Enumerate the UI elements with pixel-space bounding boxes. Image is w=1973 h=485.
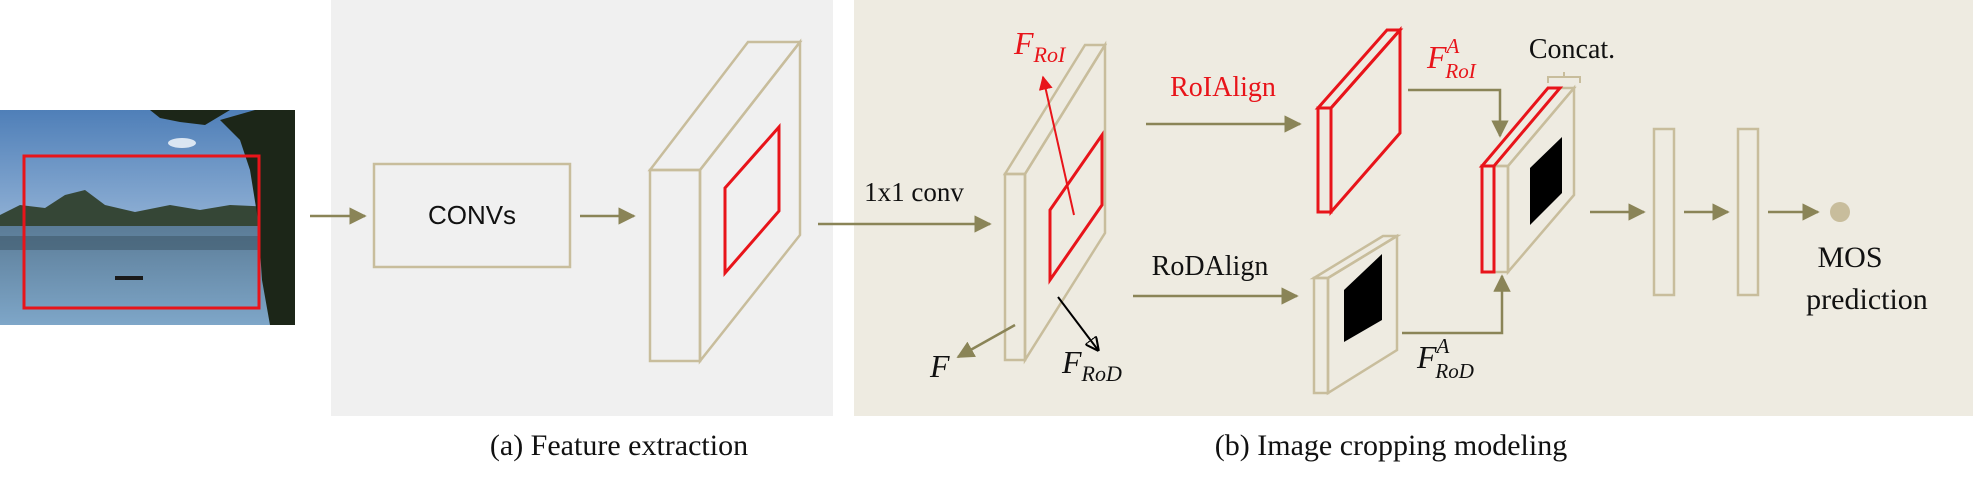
input-photo bbox=[0, 110, 295, 325]
panel-a-background bbox=[331, 0, 833, 416]
arrow-roi-to-concat bbox=[1408, 88, 1509, 138]
feature-roi-panel-b bbox=[1048, 130, 1104, 285]
feature-map-panel-a bbox=[647, 38, 803, 365]
f-roi-pointer bbox=[1038, 75, 1075, 216]
mos-label-line1: MOS bbox=[1817, 241, 1882, 274]
caption-b: (b) Image cropping modeling bbox=[1215, 429, 1567, 462]
fc-layer-2 bbox=[1736, 127, 1760, 297]
rodalign-label: RoDAlign bbox=[1152, 251, 1269, 282]
f-label: F bbox=[929, 348, 950, 384]
feature-roi-panel-a bbox=[723, 123, 781, 278]
rod-aligned-black-region bbox=[1344, 254, 1382, 342]
f-rod-label: FRoD bbox=[1061, 344, 1122, 386]
f-rod-pointer bbox=[1057, 296, 1098, 350]
concat-bracket bbox=[1547, 72, 1581, 83]
feature-map-f bbox=[1002, 40, 1108, 365]
panel-b-background bbox=[854, 0, 1973, 416]
input-roi-box bbox=[22, 154, 261, 310]
mos-label-line2: prediction bbox=[1806, 283, 1928, 316]
roi-aligned-feature bbox=[1314, 26, 1404, 216]
fc-layer-1 bbox=[1652, 127, 1676, 297]
convs-box bbox=[372, 162, 572, 269]
rod-aligned-feature bbox=[1309, 233, 1402, 396]
caption-a: (a) Feature extraction bbox=[490, 429, 748, 462]
conv1x1-label: 1x1 conv bbox=[864, 177, 964, 207]
convs-label: CONVs bbox=[428, 200, 516, 230]
arrow-rod-to-concat bbox=[1402, 274, 1511, 335]
concat-feature bbox=[1478, 84, 1577, 276]
concat-label: Concat. bbox=[1529, 34, 1615, 65]
f-pointer bbox=[956, 323, 1016, 359]
f-roi-label: FRoI bbox=[1013, 25, 1067, 67]
mos-output-dot bbox=[1830, 202, 1850, 222]
roialign-label: RoIAlign bbox=[1170, 72, 1276, 103]
